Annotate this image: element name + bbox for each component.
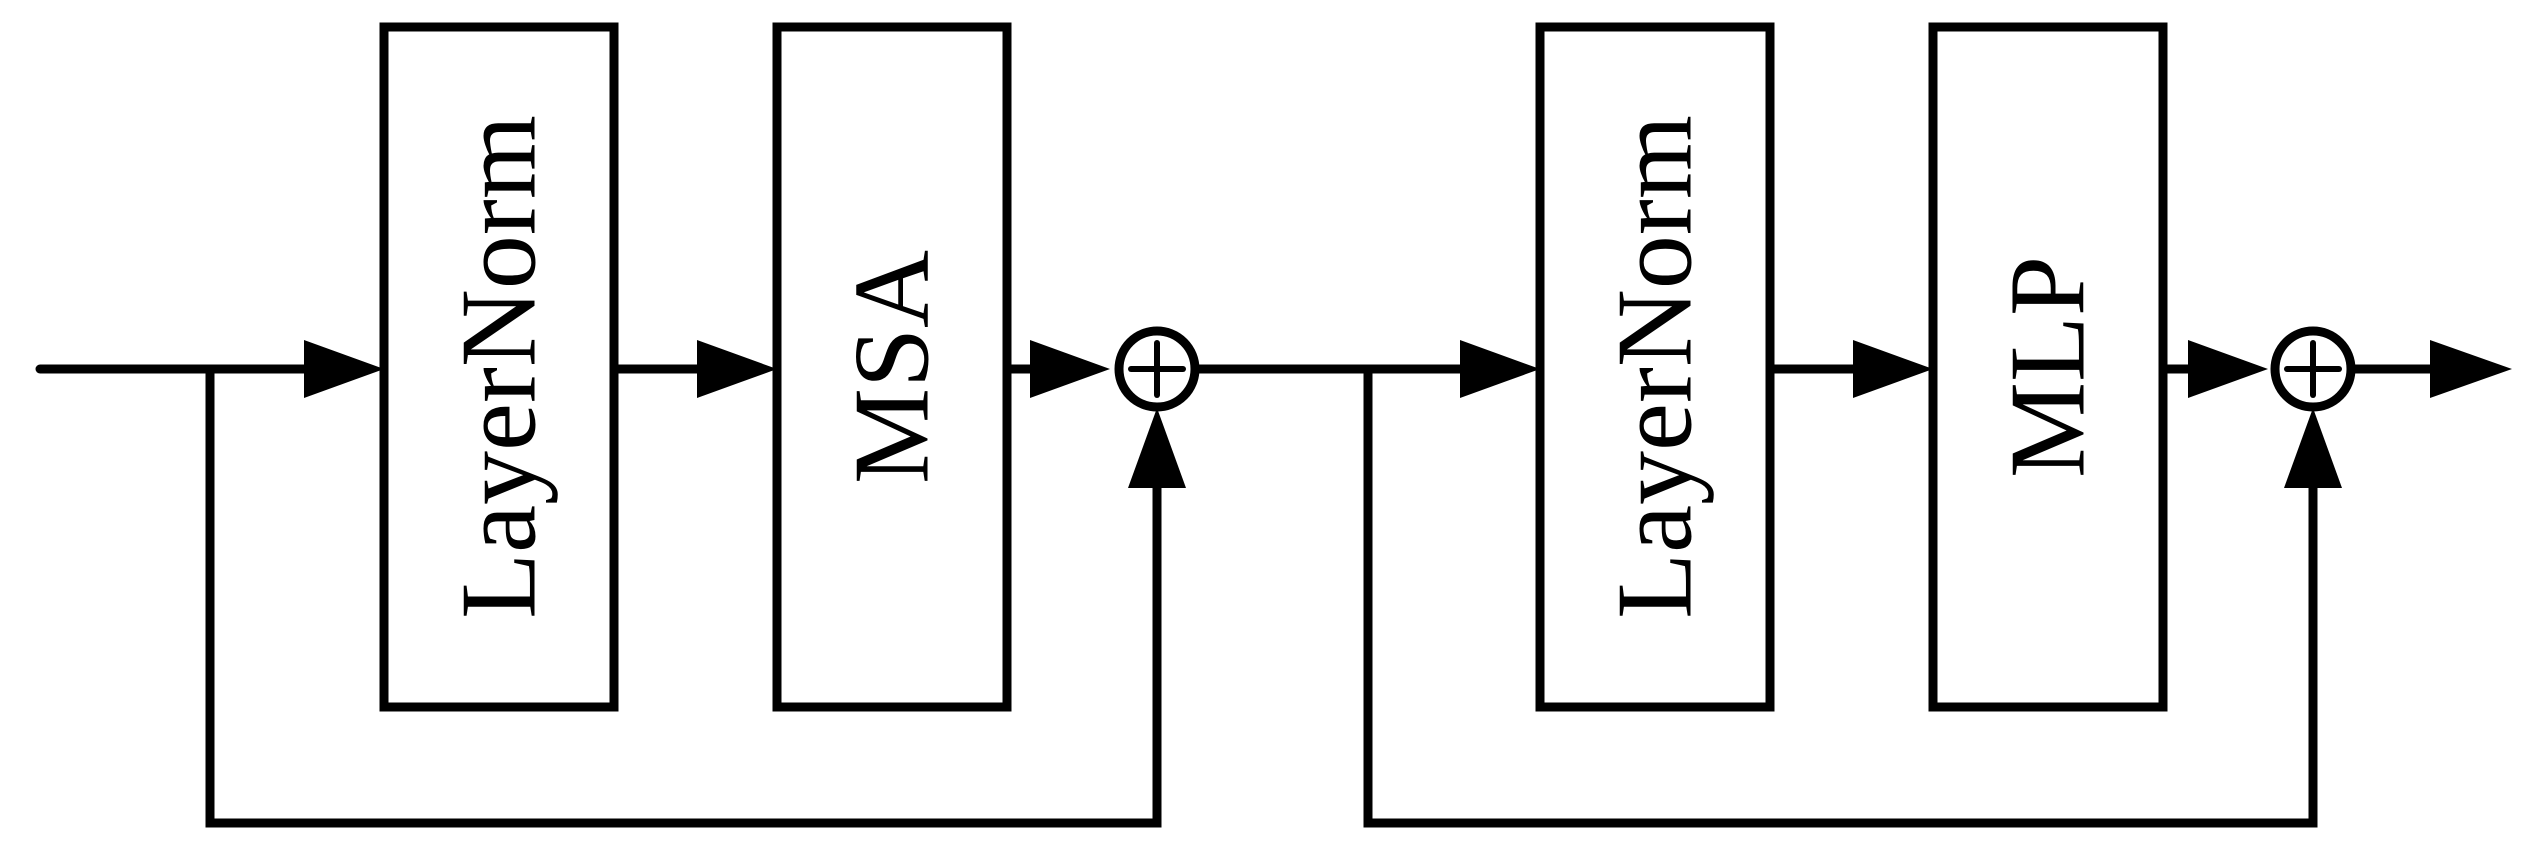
- residual-path-2: [1363, 364, 2318, 828]
- layernorm-2-label: LayerNorm: [1596, 115, 1715, 619]
- residual-path-1: [205, 364, 1162, 828]
- arrow-residual-2: [2284, 408, 2342, 488]
- arrow-to-mlp: [1853, 340, 1933, 398]
- layernorm-2-box: [1535, 22, 1775, 712]
- add-1-plus-icon: [1128, 340, 1186, 398]
- arrow-to-msa: [697, 340, 777, 398]
- layernorm-1-label: LayerNorm: [440, 115, 559, 619]
- msa-box: [772, 22, 1012, 712]
- msa-label: MSA: [833, 250, 952, 484]
- arrow-to-layernorm-1: [304, 340, 384, 398]
- add-2-plus-icon: [2284, 340, 2342, 398]
- arrow-to-add-1: [1030, 340, 1110, 398]
- arrow-output: [2430, 340, 2512, 398]
- arrow-to-layernorm-2: [1460, 340, 1540, 398]
- mlp-label: MLP: [1989, 256, 2108, 478]
- arrow-to-add-2: [2188, 340, 2268, 398]
- arrow-residual-1: [1128, 408, 1186, 488]
